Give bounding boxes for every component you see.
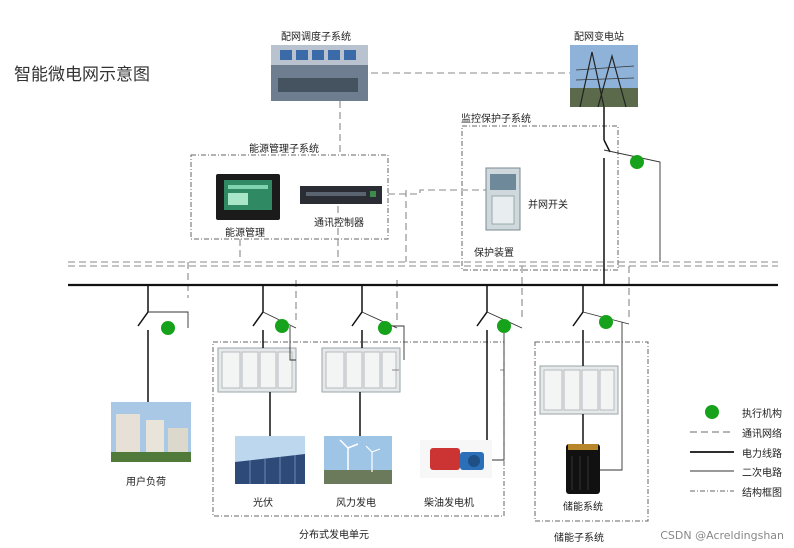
substation-photo <box>570 45 638 108</box>
label-diesel: 柴油发电机 <box>424 498 474 509</box>
legend-frame-label: 结构框图 <box>742 488 782 499</box>
switchgear-cabinet-1 <box>217 347 297 393</box>
label-distributed: 分布式发电单元 <box>299 530 369 541</box>
legend-secondary-label: 二次电路 <box>742 468 782 479</box>
pv-photo <box>235 436 305 484</box>
actuator-pv <box>275 319 289 333</box>
label-grid-switch: 并网开关 <box>528 200 568 211</box>
switchgear-cabinet-3 <box>539 365 619 415</box>
actuator-storage <box>599 315 613 329</box>
actuators <box>161 155 644 335</box>
actuator-diesel <box>497 319 511 333</box>
legend-comm-label: 通讯网络 <box>742 429 782 440</box>
actuator-user-load <box>161 321 175 335</box>
label-comm-ctrl: 通讯控制器 <box>314 218 364 229</box>
legend-actuator-label: 执行机构 <box>742 409 782 420</box>
legend-actuator-icon <box>705 405 719 419</box>
label-user-load: 用户负荷 <box>126 477 166 488</box>
label-storage: 储能系统 <box>563 502 603 513</box>
user-load-photo <box>111 402 191 462</box>
energy-management-device <box>216 174 280 220</box>
label-monitor: 监控保护子系统 <box>461 114 531 125</box>
label-energy-mgmt-sys: 能源管理子系统 <box>249 144 319 155</box>
switchgear-cabinet-2 <box>321 347 401 393</box>
legend-power-label: 电力线路 <box>742 449 782 460</box>
protection-cabinet <box>485 167 521 231</box>
label-protection: 保护装置 <box>474 248 514 259</box>
diesel-generator-photo <box>420 440 492 478</box>
comm-network <box>68 72 778 371</box>
power-lines <box>137 107 611 444</box>
comm-controller-device <box>300 186 382 204</box>
legend-symbols <box>690 405 734 492</box>
dispatch-room-photo <box>271 45 368 101</box>
actuator-wind <box>378 321 392 335</box>
wind-photo <box>324 436 392 484</box>
label-dispatch: 配网调度子系统 <box>281 32 351 43</box>
label-energy-mgmt: 能源管理 <box>225 228 265 239</box>
label-pv: 光伏 <box>253 498 273 509</box>
storage-battery-photo <box>566 444 600 494</box>
label-storage-sys: 储能子系统 <box>554 533 604 544</box>
actuator-grid-switch <box>630 155 644 169</box>
watermark: CSDN @Acreldingshan <box>660 529 784 542</box>
page-title: 智能微电网示意图 <box>14 65 150 85</box>
label-wind: 风力发电 <box>336 498 376 509</box>
label-substation: 配网变电站 <box>574 32 624 43</box>
